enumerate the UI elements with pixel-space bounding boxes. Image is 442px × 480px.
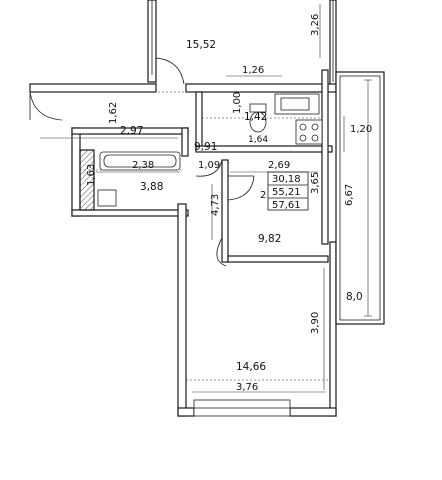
toilet-tank	[249, 103, 267, 113]
kitchen-sink-unit	[280, 97, 310, 111]
stove-burner-1	[299, 123, 307, 131]
label-dim-1-00: 1,00	[232, 92, 243, 114]
label-rooms-count: 2	[260, 190, 266, 201]
wall-lower-right	[329, 241, 337, 417]
label-dim-3-65: 3,65	[310, 172, 321, 194]
label-wc-1-42: 1,42	[244, 111, 267, 123]
wall-bath-outer-left	[71, 127, 81, 217]
label-hall-9-91: 9,91	[194, 141, 217, 153]
label-dim-3-90: 3,90	[310, 312, 321, 334]
label-bath-dim-2-38: 2,38	[132, 160, 154, 171]
door-arc-lower-room	[216, 237, 227, 267]
wall-center-vertical	[221, 159, 229, 263]
entrance-door-arc	[29, 91, 63, 121]
label-dim-3-76: 3,76	[236, 382, 258, 393]
label-wc-dim-1-64: 1,64	[248, 135, 268, 145]
door-arc-top-room	[155, 57, 185, 85]
wall-wc-bottom	[195, 145, 333, 153]
door-arc-hall-b	[227, 175, 255, 201]
wall-horizontal-mid	[185, 83, 337, 93]
wall-kitchen-right	[321, 69, 329, 245]
kitchen-stove	[295, 119, 323, 145]
label-living-area: 30,18	[272, 174, 301, 185]
label-dim-6-67: 6,67	[344, 184, 355, 206]
summary-box	[267, 171, 309, 211]
door-arc-hall-a	[195, 159, 223, 177]
label-dim-1-63: 1,63	[86, 164, 97, 186]
bath-column-hatched	[79, 149, 95, 211]
wall-lower-bottom-right	[289, 407, 337, 417]
label-room-14-66: 14,66	[236, 361, 266, 373]
stove-burner-3	[299, 134, 307, 142]
label-dim-2-97: 2,97	[120, 125, 143, 137]
label-total-with-balcony: 57,61	[272, 200, 301, 211]
label-room-9-82: 9,82	[258, 233, 281, 245]
bathtub-inner	[103, 154, 177, 168]
stove-burner-4	[311, 134, 319, 142]
wall-bath-right	[181, 127, 189, 157]
label-room-15-52: 15,52	[186, 39, 216, 51]
wall-horizontal-left	[29, 83, 157, 93]
label-bath-3-88: 3,88	[140, 181, 163, 193]
wall-bath-bottom	[71, 209, 189, 217]
label-balcony-8-0: 8,0	[346, 291, 363, 303]
balcony-rail-inner	[339, 75, 381, 321]
wall-lower-bottom-left	[177, 407, 195, 417]
label-dim-2-69: 2,69	[268, 160, 290, 171]
label-dim-1-20: 1,20	[350, 124, 372, 135]
stove-burner-2	[311, 123, 319, 131]
label-total-area: 55,21	[272, 187, 301, 198]
label-dim-3-26: 3,26	[310, 14, 321, 36]
wall-room-982-bottom	[227, 255, 329, 263]
bath-sink	[97, 189, 117, 207]
wall-lower-left	[177, 203, 187, 417]
label-dim-1-62: 1,62	[108, 102, 119, 124]
label-dim-4-73: 4,73	[210, 194, 221, 216]
label-dim-1-09: 1,09	[198, 160, 220, 171]
label-dim-1-26: 1,26	[242, 65, 264, 76]
